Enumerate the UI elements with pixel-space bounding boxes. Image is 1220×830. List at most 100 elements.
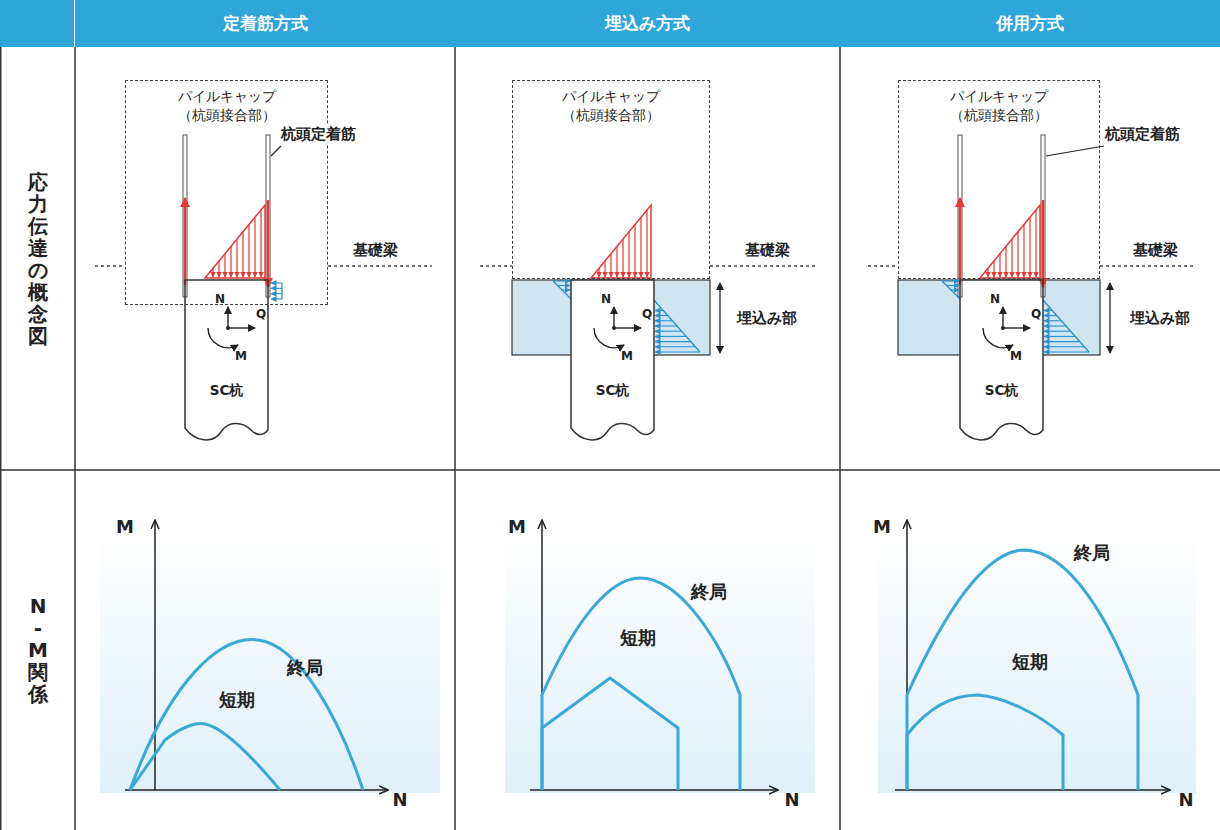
- axial-arrow: [1002, 307, 1003, 328]
- stress-outline: [205, 205, 265, 278]
- column-header: 併用方式: [840, 0, 1220, 47]
- row-header-text: 応力伝達の概念図: [28, 171, 48, 347]
- stress-outline: [980, 205, 1040, 278]
- force-label: Q: [256, 308, 266, 321]
- column-header-text: 埋込み方式: [605, 12, 690, 35]
- pressure-arrow: [1044, 346, 1084, 347]
- pile-cap: パイルキャップ （杭頭接合部）: [512, 80, 710, 279]
- force-origin: [1001, 326, 1005, 330]
- moment-arrow: [594, 328, 624, 348]
- pressure-arrow: [562, 289, 570, 290]
- stress-arrow: [242, 232, 243, 277]
- stress-arrow: [218, 261, 219, 277]
- pressure-arrow: [1044, 336, 1075, 337]
- part-label: 基礎梁: [745, 242, 790, 259]
- stress-arrow: [248, 224, 249, 277]
- pile-fill: [960, 280, 1043, 440]
- sc-pile: SC杭: [571, 280, 654, 445]
- axis-label: N: [392, 790, 407, 810]
- pressure-arrow: [1044, 320, 1061, 321]
- pile-outline: [185, 280, 268, 440]
- row-header-text: N-M関係: [28, 595, 48, 705]
- part-label: 基礎梁: [1133, 242, 1178, 259]
- force-label: Q: [1031, 308, 1041, 321]
- stress-arrow: [260, 210, 261, 277]
- curve-label: 短期: [1012, 652, 1048, 672]
- pile-outline: [960, 280, 1043, 445]
- stress-arrow: [628, 232, 629, 277]
- force-label: Q: [642, 308, 652, 321]
- sc-pile: SC杭: [185, 280, 268, 445]
- pressure-arrow: [1044, 341, 1080, 342]
- pile-fill: [185, 280, 268, 440]
- pressure-arrow: [271, 288, 282, 289]
- pressure-arrow: [951, 289, 959, 290]
- pile-cap: パイルキャップ （杭頭接合部）: [898, 80, 1100, 279]
- force-origin: [612, 326, 616, 330]
- stress-arrow: [1035, 210, 1036, 277]
- curve-label: 短期: [620, 628, 656, 648]
- axial-arrow: [227, 307, 228, 328]
- pile-cap-text: パイルキャップ （杭頭接合部）: [943, 87, 1055, 125]
- part-label: 杭頭定着筋: [279, 125, 358, 144]
- curve-label: 終局: [691, 582, 727, 602]
- pressure-arrow: [655, 341, 691, 342]
- pressure-arrow: [1044, 325, 1066, 326]
- curve-label: 短期: [219, 690, 255, 710]
- pressure-arrow: [1044, 351, 1089, 352]
- pressure-arrow: [655, 310, 663, 311]
- stress-arrow: [1023, 224, 1024, 277]
- stress-arrow: [1005, 246, 1006, 277]
- stress-arrow: [604, 261, 605, 277]
- pile-fill: [960, 280, 1043, 440]
- stress-arrow: [254, 217, 255, 277]
- pressure-outline: [553, 281, 571, 299]
- pressure-arrow: [947, 285, 960, 286]
- force-label: M: [1010, 350, 1022, 363]
- pressure-arrow: [271, 282, 282, 283]
- pressure-arrow: [1044, 315, 1057, 316]
- pile-outline: [571, 280, 654, 440]
- pressure-outline: [281, 283, 282, 299]
- pressure-arrow: [558, 285, 571, 286]
- stress-arrow: [236, 239, 237, 277]
- force-label: N: [215, 293, 225, 306]
- stress-outline: [591, 205, 651, 278]
- pile-fill: [185, 280, 268, 440]
- pile-cap-text: パイルキャップ （杭頭接合部）: [555, 87, 667, 125]
- stress-arrow: [224, 254, 225, 277]
- stress-arrow: [212, 268, 213, 277]
- pile-outline: [185, 280, 268, 445]
- stress-arrow: [634, 224, 635, 277]
- axis-label: N: [1178, 790, 1193, 810]
- stress-arrow: [1029, 217, 1030, 277]
- pressure-arrow: [655, 336, 686, 337]
- column-header-text: 定着筋方式: [223, 12, 308, 35]
- pressure-arrow: [655, 315, 668, 316]
- part-label: 基礎梁: [353, 242, 398, 259]
- axis-label: M: [873, 517, 891, 537]
- stress-arrow: [987, 268, 988, 277]
- pile-cap-text: パイルキャップ （杭頭接合部）: [171, 87, 283, 125]
- sc-pile-text: SC杭: [185, 382, 268, 400]
- pressure-arrow: [655, 320, 672, 321]
- stress-arrow: [993, 261, 994, 277]
- force-origin: [226, 326, 230, 330]
- stress-arrow: [610, 254, 611, 277]
- pressure-arrow: [271, 293, 282, 294]
- axis-label: M: [508, 517, 526, 537]
- sc-pile: SC杭: [960, 280, 1043, 445]
- force-label: N: [601, 293, 611, 306]
- axis-label: N: [784, 790, 799, 810]
- pile-fill: [571, 280, 654, 440]
- curve-label: 終局: [287, 658, 323, 678]
- stress-arrow: [1011, 239, 1012, 277]
- stress-arrow: [640, 217, 641, 277]
- shear-arrow: [228, 327, 255, 328]
- pressure-arrow: [942, 280, 959, 281]
- axis-label: M: [116, 517, 134, 537]
- pressure-arrow: [655, 325, 677, 326]
- sc-pile-text: SC杭: [571, 382, 654, 400]
